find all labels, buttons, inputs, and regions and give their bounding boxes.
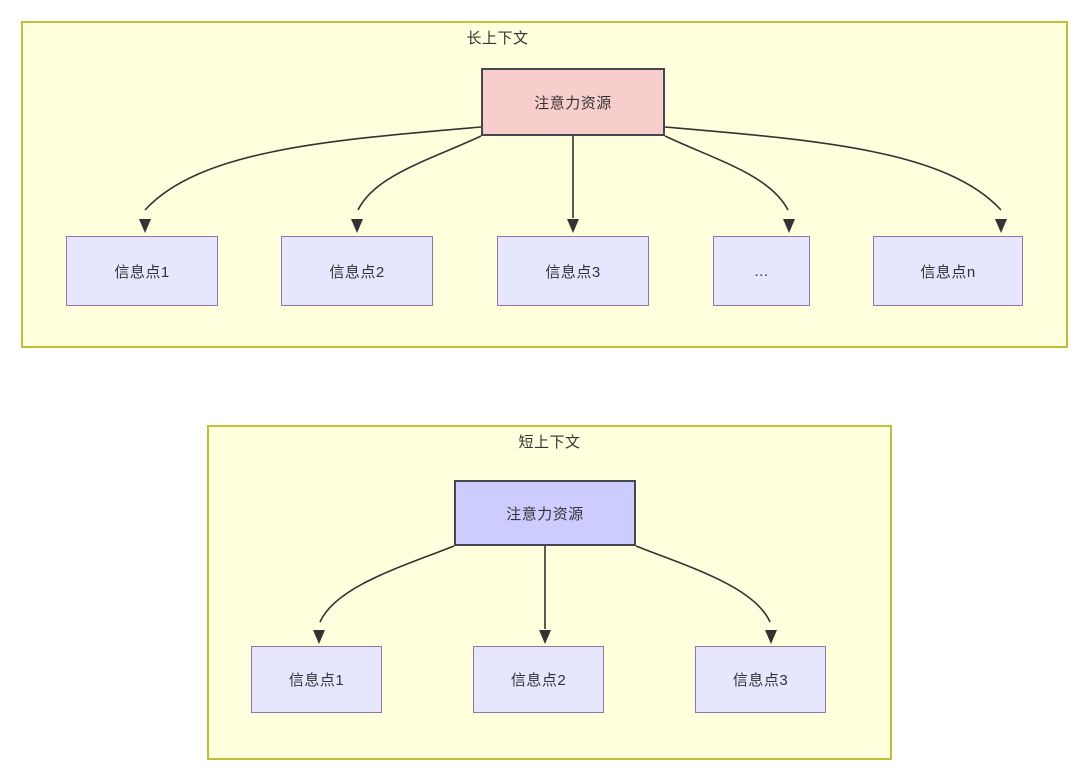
long-context-info-node-ellipsis[interactable]: ... — [713, 236, 810, 306]
long-context-info-label-3: 信息点3 — [545, 263, 601, 281]
long-context-info-label-1: 信息点1 — [114, 263, 170, 281]
short-context-info-label-1: 信息点1 — [288, 672, 345, 689]
short-context-attention-node[interactable]: 注意力资源 — [454, 480, 636, 546]
short-context-info-node-1[interactable]: 信息点1 — [251, 646, 382, 713]
long-context-info-label-n: 信息点n — [920, 263, 976, 281]
short-context-info-node-2[interactable]: 信息点2 — [473, 646, 604, 713]
long-context-info-node-3[interactable]: 信息点3 — [497, 236, 649, 306]
long-context-info-label-2: 信息点2 — [329, 263, 385, 281]
long-context-attention-node[interactable]: 注意力资源 — [481, 68, 665, 136]
long-context-attention-label: 注意力资源 — [534, 94, 612, 112]
short-context-info-label-3: 信息点3 — [732, 672, 789, 689]
short-context-info-label-2: 信息点2 — [510, 672, 567, 689]
short-context-attention-label: 注意力资源 — [506, 505, 584, 523]
long-context-info-label-ellipsis: ... — [754, 262, 769, 280]
long-context-info-node-2[interactable]: 信息点2 — [281, 236, 433, 306]
long-context-info-node-n[interactable]: 信息点n — [873, 236, 1023, 306]
short-context-title: 短上下文 — [518, 434, 581, 451]
short-context-info-node-3[interactable]: 信息点3 — [695, 646, 826, 713]
long-context-info-node-1[interactable]: 信息点1 — [66, 236, 218, 306]
long-context-title: 长上下文 — [466, 30, 529, 47]
